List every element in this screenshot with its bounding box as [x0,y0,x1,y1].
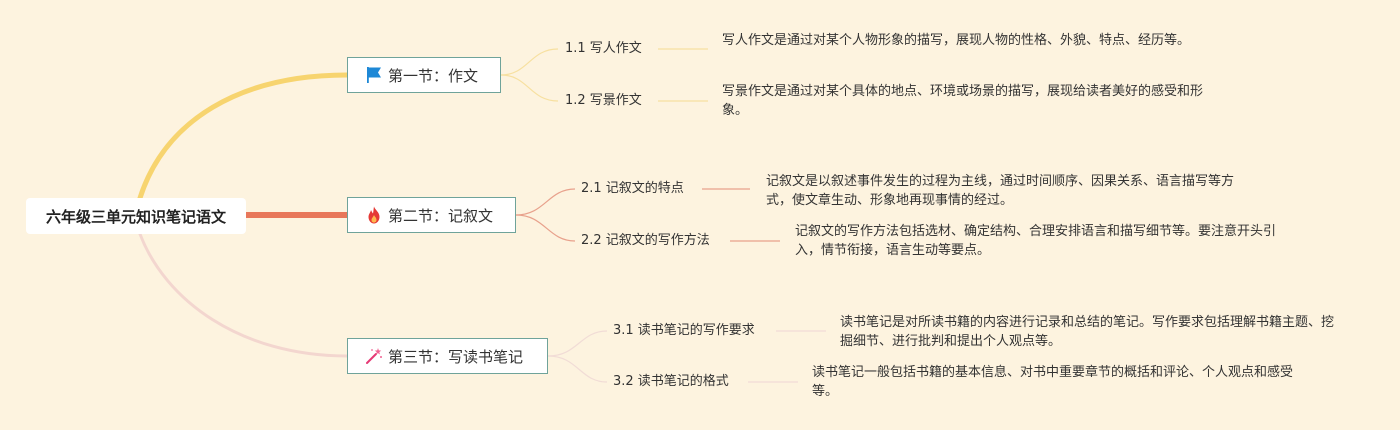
subtopic-3-1-label: 3.1 读书笔记的写作要求 [613,323,755,338]
section-2-label: 第二节：记叙文 [388,206,494,225]
link-1-2 [500,74,559,102]
description-1-1-text: 写人作文是通过对某个人物形象的描写，展现人物的性格、外貌、特点、经历等。 [722,33,1191,48]
blue-flag-icon [364,65,384,85]
description-2-2-text: 记叙文的写作方法包括选材、确定结构、合理安排语言和描写细节等。要注意开头引入，情… [795,224,1277,258]
section-3-label: 第三节：写读书笔记 [388,347,524,366]
description-1-1[interactable]: 写人作文是通过对某个人物形象的描写，展现人物的性格、外貌、特点、经历等。 [722,31,1212,50]
root-topic[interactable]: 六年级三单元知识笔记语文 [26,198,246,234]
subtopic-2-2-label: 2.2 记叙文的写作方法 [581,233,710,248]
subtopic-2-1-label: 2.1 记叙文的特点 [581,181,684,196]
section-3-topic[interactable]: 第三节：写读书笔记 [347,338,548,374]
subtopic-3-2[interactable]: 3.2 读书笔记的格式 [613,372,729,392]
description-2-1[interactable]: 记叙文是以叙述事件发生的过程为主线，通过时间顺序、因果关系、语言描写等方式，使文… [766,172,1256,210]
description-3-2[interactable]: 读书笔记一般包括书籍的基本信息、对书中重要章节的概括和评论、个人观点和感受等。 [812,363,1308,401]
description-1-2[interactable]: 写景作文是通过对某个具体的地点、环境或场景的描写，展现给读者美好的感受和形象。 [722,82,1212,120]
description-1-2-text: 写景作文是通过对某个具体的地点、环境或场景的描写，展现给读者美好的感受和形象。 [722,84,1204,118]
subtopic-2-1[interactable]: 2.1 记叙文的特点 [581,179,684,199]
branch-section-1 [137,72,350,201]
link-1-1 [500,48,559,76]
subtopic-3-1[interactable]: 3.1 读书笔记的写作要求 [613,321,755,341]
description-2-2[interactable]: 记叙文的写作方法包括选材、确定结构、合理安排语言和描写细节等。要注意开头引入，情… [795,222,1287,260]
section-1-topic[interactable]: 第一节：作文 [347,57,501,93]
link-2-2 [515,214,576,242]
subtopic-2-2[interactable]: 2.2 记叙文的写作方法 [581,231,710,251]
link-2-1 [515,188,576,216]
subtopic-1-1[interactable]: 1.1 写人作文 [565,39,642,59]
root-title: 六年级三单元知识笔记语文 [45,207,226,226]
section-1-label: 第一节：作文 [388,66,479,85]
magic-wand-icon [364,346,384,366]
subtopic-1-2-label: 1.2 写景作文 [565,93,642,108]
description-3-1-text: 读书笔记是对所读书籍的内容进行记录和总结的笔记。写作要求包括理解书籍主题、挖掘细… [840,315,1335,349]
description-2-1-text: 记叙文是以叙述事件发生的过程为主线，通过时间顺序、因果关系、语言描写等方式，使文… [766,174,1235,208]
link-3-2 [547,355,608,383]
subtopic-1-2[interactable]: 1.2 写景作文 [565,91,642,111]
section-2-topic[interactable]: 第二节：记叙文 [347,197,516,233]
description-3-2-text: 读书笔记一般包括书籍的基本信息、对书中重要章节的概括和评论、个人观点和感受等。 [812,365,1294,399]
fire-icon [364,205,384,225]
description-3-1[interactable]: 读书笔记是对所读书籍的内容进行记录和总结的笔记。写作要求包括理解书籍主题、挖掘细… [840,313,1340,351]
link-3-1 [547,330,608,357]
subtopic-3-2-label: 3.2 读书笔记的格式 [613,374,729,389]
branch-section-3 [138,232,349,358]
subtopic-1-1-label: 1.1 写人作文 [565,41,642,56]
